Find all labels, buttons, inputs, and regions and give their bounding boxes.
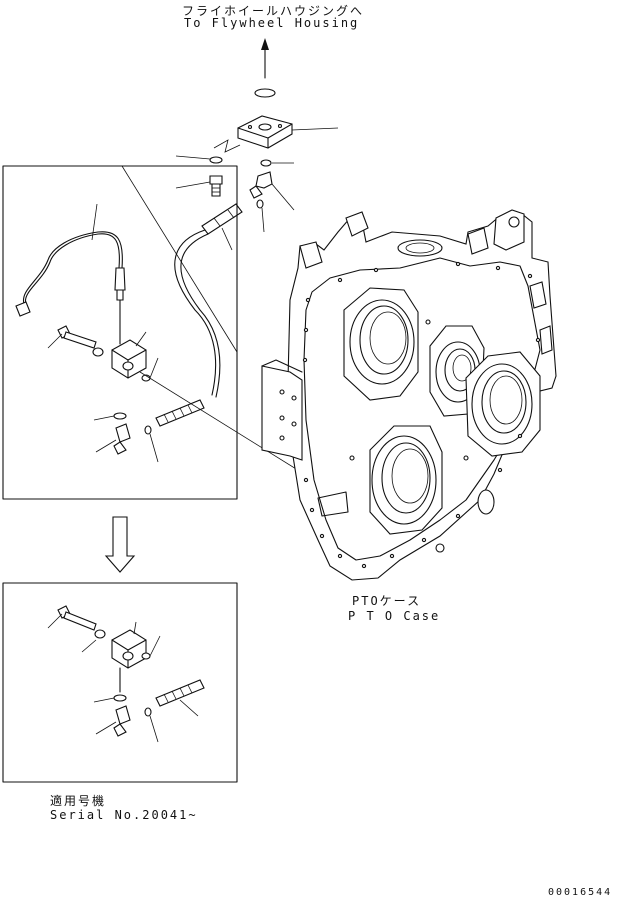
o-ring-upper-box-2 — [144, 425, 152, 435]
washer — [209, 156, 223, 164]
elbow-fitting — [249, 171, 295, 211]
mounting-block — [237, 115, 339, 149]
before-change-box — [2, 165, 238, 500]
leader-line — [213, 139, 241, 153]
sensor-harness — [15, 203, 126, 345]
washer-lower-box — [113, 694, 127, 702]
bolt-lower-box — [47, 605, 106, 653]
pto-case — [261, 209, 557, 581]
flywheel-arrow — [261, 38, 269, 79]
o-ring — [254, 88, 276, 98]
hose-end-upper-box — [155, 399, 205, 427]
o-ring-lower-box-2 — [144, 707, 152, 717]
hose-assembly — [174, 203, 243, 398]
flywheel-housing-label-en: To Flywheel Housing — [184, 16, 360, 30]
sensor-block-upper — [111, 331, 147, 379]
hose-end-lower-box — [155, 679, 205, 717]
sensor-block-lower — [111, 621, 147, 693]
after-change-box — [2, 582, 238, 783]
pto-case-label-en: P T O Case — [348, 609, 441, 623]
o-ring-small — [260, 159, 272, 167]
elbow-upper-box — [95, 423, 131, 455]
o-ring-tiny — [256, 199, 264, 209]
flywheel-housing-label-jp: フライホイールハウジングへ — [182, 4, 365, 18]
pto-case-label-jp: PTOケース — [352, 594, 422, 608]
change-arrow — [104, 516, 136, 573]
serial-applicability-label-jp: 適用号機 — [50, 794, 107, 808]
bolt-upper-box — [47, 325, 104, 357]
washer-upper-box — [113, 412, 127, 420]
elbow-lower-box — [95, 705, 131, 737]
o-ring-lower-box — [141, 652, 151, 660]
bolt — [175, 175, 223, 197]
drawing-number: 00016544 — [548, 887, 613, 898]
serial-applicability-label-en: Serial No.20041~ — [50, 808, 198, 822]
